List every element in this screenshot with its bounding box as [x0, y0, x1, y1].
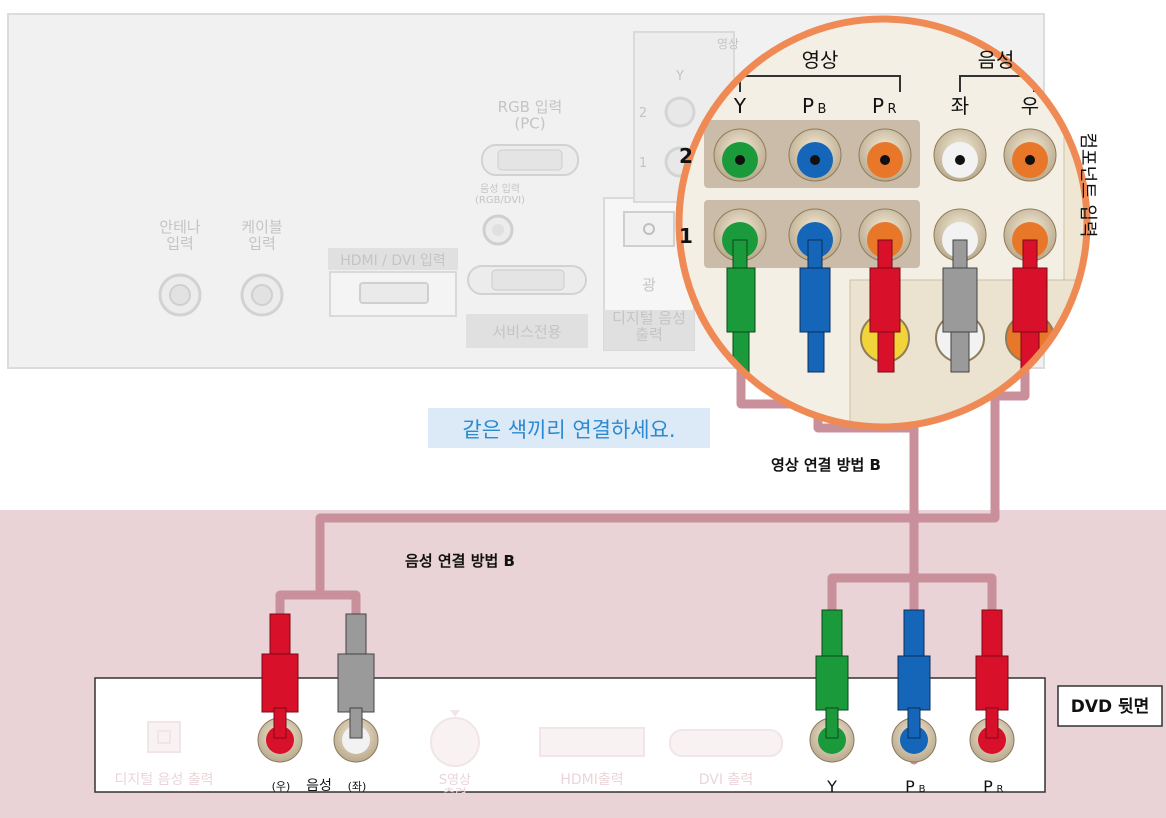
- zoom-side-label: 컴포넌트 입력: [1077, 132, 1098, 237]
- zoom-col-pr: P: [872, 94, 884, 118]
- service-label: 서비스전용: [492, 323, 561, 341]
- dvd-pr-plug: [969, 609, 1015, 763]
- dvd-audio-right-plug: [257, 613, 303, 763]
- dvd-pr-sub: R: [997, 784, 1004, 795]
- small-row1-label: 1: [639, 156, 647, 171]
- zoom-col-pb-sub: B: [818, 102, 827, 117]
- dvd-audio-right-label: (우): [272, 780, 291, 793]
- dvd-y-plug: [809, 609, 855, 763]
- zoom-row2-jacks: [713, 128, 1057, 182]
- dvd-svideo-out: [430, 717, 480, 767]
- dvd-pr-label: P: [983, 777, 993, 796]
- zoom-col-right: 우: [1021, 94, 1039, 118]
- dvd-dvi-out: [669, 729, 783, 757]
- zoom-video-group: 영상: [802, 48, 839, 72]
- zoom-col-pr-sub: R: [887, 102, 896, 117]
- audio-method-label: 음성 연결 방법 B: [405, 552, 515, 570]
- hdmi-label: HDMI / DVI 입력: [340, 253, 446, 269]
- video-method-label: 영상 연결 방법 B: [771, 456, 881, 474]
- dvd-audio-left-label: (좌): [348, 780, 367, 793]
- dvd-hdmi-out: [539, 727, 645, 757]
- zoom-circle-border: [675, 15, 1091, 431]
- zoom-audio-group: 음성: [978, 48, 1015, 72]
- dvd-dvi-label: DVI 출력: [699, 772, 753, 788]
- dvd-pb-plug: [891, 609, 937, 763]
- small-y-label: Y: [675, 69, 684, 84]
- dvd-audio-label: 음성: [306, 778, 332, 794]
- dvd-faded-ports: [147, 710, 783, 767]
- zoom-callout: [675, 15, 1091, 431]
- instruction-box: [428, 408, 710, 448]
- dvd-badge: DVD 뒷면: [1071, 696, 1150, 717]
- zoom-row1: 1: [679, 224, 693, 248]
- dvd-hdmi-label: HDMI출력: [560, 772, 623, 788]
- zoom-labels: 영상 음성 Y P B P R 좌 우 2 1 컴포넌트 입력: [679, 48, 1098, 248]
- zoom-col-left: 좌: [951, 94, 969, 118]
- zoom-col-pb: P: [802, 94, 814, 118]
- zoom-row1-jacks: [713, 208, 1057, 262]
- small-video-label: 영상: [717, 37, 739, 51]
- rgb-label: RGB 입력(PC): [498, 98, 563, 133]
- dvd-audio-left-plug: [333, 613, 379, 763]
- service-label-box: [466, 314, 588, 348]
- dvd-plugs: [257, 609, 1015, 763]
- instruction-text: 같은 색끼리 연결하세요.: [462, 418, 675, 442]
- audio-input-label: 음성 입력(RGB/DVI): [475, 182, 525, 206]
- zoom-row2: 2: [679, 144, 693, 168]
- dvd-y-label: Y: [826, 777, 837, 796]
- dvd-digital-audio-out: 디지털 음성 출력: [114, 772, 213, 788]
- optical-port: [623, 211, 675, 247]
- dvd-optical-out: [147, 721, 181, 753]
- hdmi-input-label-box: [328, 248, 458, 270]
- optical-label: 광: [642, 276, 656, 294]
- dvd-pb-label: P: [905, 777, 915, 796]
- zoom-plugs: [726, 239, 1048, 373]
- small-row2-label: 2: [639, 106, 647, 121]
- zoom-col-y: Y: [733, 94, 747, 118]
- dvd-badge-box: [1057, 685, 1163, 727]
- dvd-pb-sub: B: [919, 784, 926, 795]
